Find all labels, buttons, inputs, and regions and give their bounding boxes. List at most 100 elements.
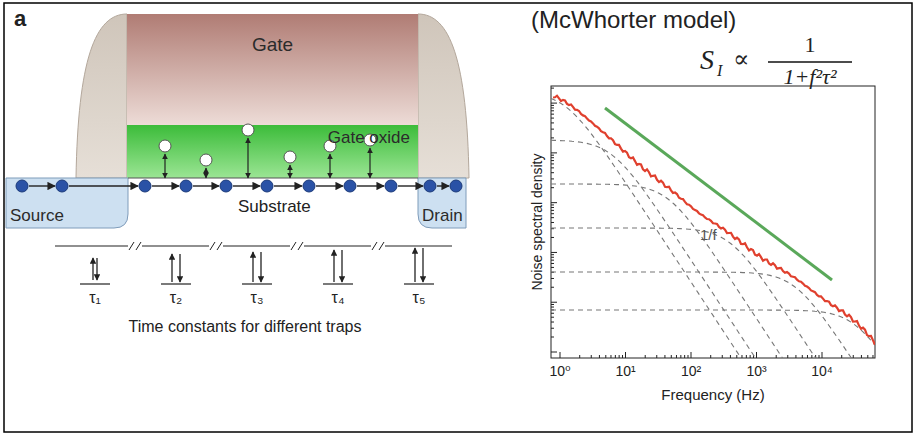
x-tick [560,352,561,358]
axis-title: Noise spectral density [529,154,545,291]
carrier-dot [450,180,462,192]
x-tick [710,355,711,358]
y-tick [551,287,554,288]
carrier-dot [344,180,356,192]
y-tick [551,118,554,119]
carrier-chain [16,180,462,192]
x-tick [664,355,665,358]
gate-block [127,14,418,125]
break-mark [129,242,134,250]
break-mark [298,242,303,250]
substrate-surface [128,178,418,179]
time-constant: τ₂ [170,289,183,307]
x-tick [599,355,600,358]
panel-letter: a [14,6,26,31]
break-mark [136,242,141,250]
trap-arrow [369,148,370,178]
y-tick [551,222,554,223]
formula-denominator: 1+f²τ² [783,64,836,89]
carrier-arrow [152,185,179,186]
x-tick [671,355,672,358]
drain-box: Drain [418,178,466,228]
y-tick [551,110,554,111]
panel-caption: Time constants for different traps [129,318,362,336]
x-tick [756,352,757,358]
carrier-arrow [233,185,260,186]
carrier-arrow [193,185,219,186]
line-label: 1/f [700,226,717,243]
y-tick [551,217,554,218]
y-tick [551,317,554,318]
trap-arrow [164,154,165,178]
region-label: Substrate [238,197,311,217]
tick-label: 10² [681,363,701,379]
oxide-box: Gate oxide [127,125,418,178]
capture-arrow [252,252,253,282]
y-tick [551,252,557,253]
region-label: Gate [252,34,293,56]
lorentzian-curves [551,99,875,359]
fraction-bar [768,61,852,63]
y-tick [551,278,554,279]
y-tick [551,207,554,208]
x-tick [605,355,606,358]
x-tick [591,355,592,358]
carrier-dot [16,180,28,192]
y-tick [551,122,554,123]
emission-arrow [260,252,261,282]
x-tick [676,355,677,358]
y-tick [551,260,554,261]
x-tick [579,355,580,358]
x-tick [841,355,842,358]
spacer [76,14,127,178]
trap-state [159,140,171,152]
carrier-arrow [69,185,138,186]
drain-region [418,178,466,228]
x-tick [625,352,626,358]
y-tick [551,328,554,329]
x-tick [622,355,623,358]
y-tick [551,167,554,168]
x-tick [741,355,742,358]
region-label: Source [10,206,64,226]
carrier-arrow [437,185,449,186]
carrier-dot [56,180,68,192]
trap-arrow [289,165,290,178]
lorentzian [551,140,761,358]
capture-arrow [414,248,415,282]
trap-levels [55,242,452,284]
carrier-arrow [29,185,55,186]
y-tick [551,172,554,173]
tick-label: 10⁴ [811,363,833,379]
trap-state [242,124,254,136]
carrier-arrow [274,185,302,186]
carrier-dot [303,180,315,192]
y-tick [551,155,554,156]
trap-level [323,283,353,284]
x-tick [802,355,803,358]
formula-symbol: S [700,44,714,76]
lorentzian [551,310,875,345]
emission-arrow [341,250,342,282]
trap-level [304,245,371,246]
trap-level [223,245,290,246]
y-tick [551,263,554,264]
trap-level [80,283,110,284]
break-mark [291,242,296,250]
y-tick [551,129,554,130]
y-tick [551,254,554,255]
x-tick [819,355,820,358]
spacer [418,14,469,178]
capture-arrow [333,250,334,282]
x-tick [610,355,611,358]
lorentzian [551,228,821,358]
oxide-layer [127,125,418,178]
y-tick [551,202,557,203]
y-tick [551,114,554,115]
lorentzian [551,184,788,358]
tick-label: 10³ [746,363,766,379]
carrier-dot [424,180,436,192]
x-tick [688,355,689,358]
region-label: Drain [422,206,463,226]
